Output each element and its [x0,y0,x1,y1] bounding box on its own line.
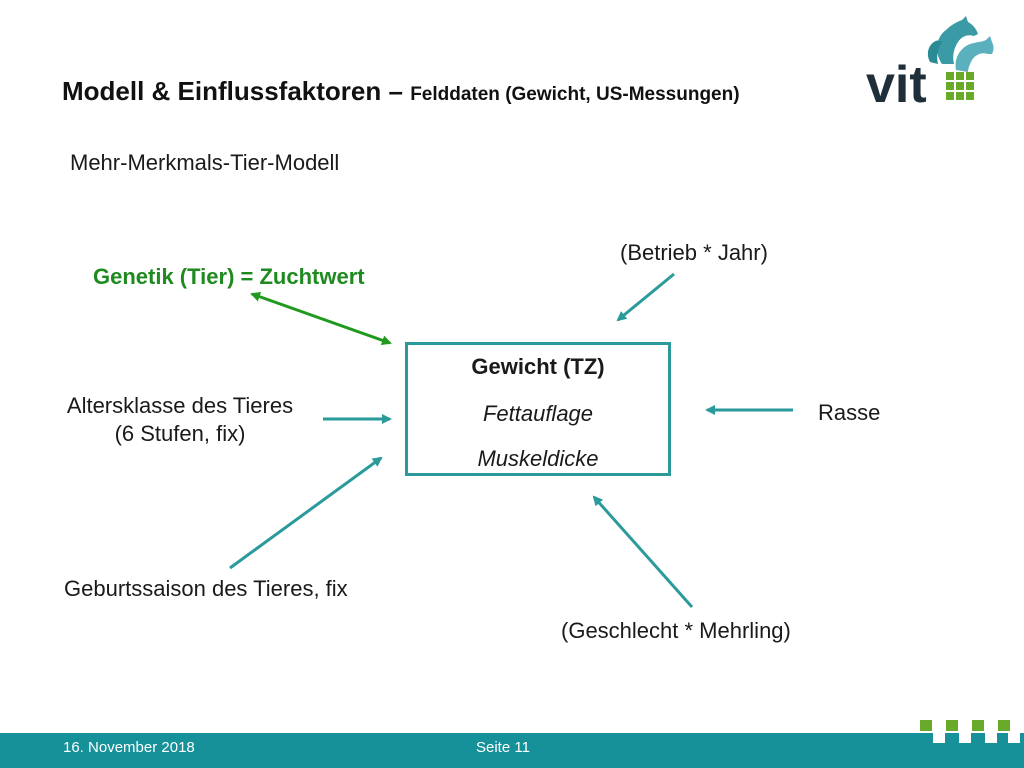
horse-sheep-logo-icon [927,16,994,72]
factor-rasse: Rasse [818,400,881,425]
arrow-geschlecht [592,495,694,608]
logo-text: vit [866,56,927,107]
model-label: Mehr-Merkmals-Tier-Modell [70,150,340,175]
factor-alter-line1: Altersklasse des Tieres [66,393,294,418]
page-title: Modell & Einflussfaktoren – Felddaten (G… [62,76,740,107]
center-box-line1: Gewicht (TZ) [471,354,605,379]
factor-genetik: Genetik (Tier) = Zuchtwert [93,264,365,289]
checker-squares-icon [920,720,1020,743]
factor-geschlecht: (Geschlecht * Mehrling) [561,618,791,643]
center-box-line2: Fettauflage [482,401,594,426]
arrow-betrieb [616,272,675,322]
center-box: Gewicht (TZ) Fettauflage Muskeldicke [405,342,671,476]
arrow-genetik [250,291,392,346]
green-squares-icon [946,72,974,100]
footer-bar [0,733,1024,768]
factor-betrieb: (Betrieb * Jahr) [620,240,768,265]
factor-saison: Geburtssaison des Tieres, fix [64,576,348,601]
footer-page: Seite 11 [476,739,530,756]
factor-alter: Altersklasse des Tieres (6 Stufen, fix) [40,392,320,448]
center-box-line3: Muskeldicke [477,446,599,471]
factor-alter-line2: (6 Stufen, fix) [114,421,246,446]
title-main: Modell & Einflussfaktoren – [62,76,403,106]
arrow-saison [229,456,383,570]
footer-date: 16. November 2018 [63,739,195,756]
title-sub: Felddaten (Gewicht, US-Messungen) [410,84,740,105]
vit-logo: vit [866,16,994,107]
